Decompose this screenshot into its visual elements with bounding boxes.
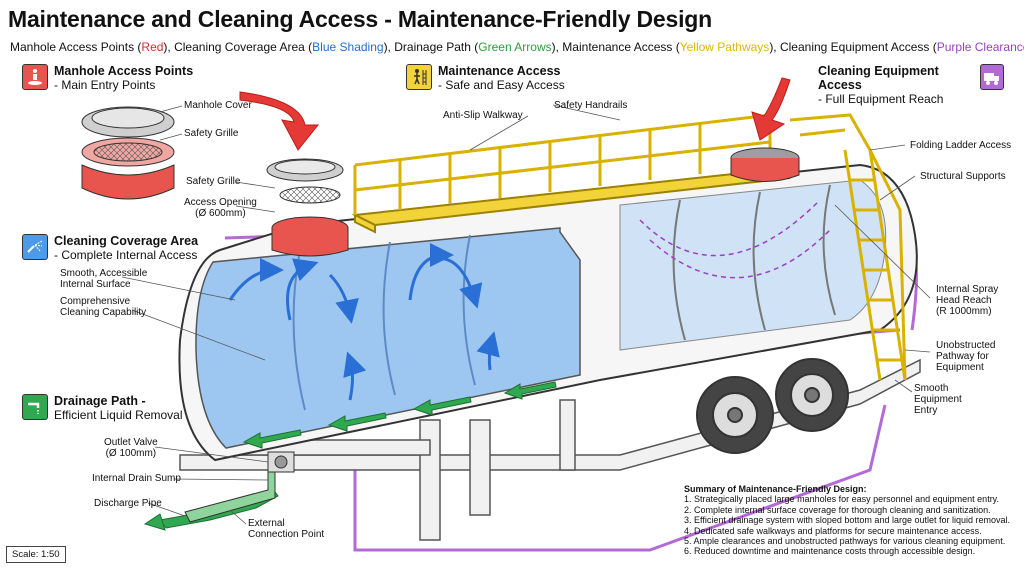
label-safety-handrails: Safety Handrails: [554, 100, 628, 111]
summary-heading: Summary of Maintenance-Friendly Design:: [684, 484, 867, 494]
wheels: [696, 358, 849, 454]
summary-item: 5. Ample clearances and unobstructed pat…: [684, 536, 1006, 547]
legend-drainage-sub: Efficient Liquid Removal: [54, 408, 183, 422]
ladder-worker-icon: [406, 64, 432, 90]
label-safety-grille-2: Safety Grille: [186, 176, 241, 187]
summary-item: 1. Strategically placed large manholes f…: [684, 494, 1000, 505]
legend-maintenance-title: Maintenance Access: [438, 64, 561, 78]
label-structural-supports: Structural Supports: [920, 171, 1006, 182]
summary-item: 4. Dedicated safe walkways and platforms…: [684, 525, 982, 536]
legend-cleaning: Cleaning Coverage Area- Complete Interna…: [22, 234, 198, 262]
summary-item: 2. Complete internal surface coverage fo…: [684, 504, 991, 515]
faucet-drain-icon: [22, 394, 48, 420]
legend-maintenance: Maintenance Access- Safe and Easy Access: [406, 64, 565, 92]
outlet-valve: [184, 451, 295, 523]
manhole-exploded-icon: [81, 106, 175, 200]
person-entering-manhole-icon: [22, 64, 48, 90]
legend-cleaning-title: Cleaning Coverage Area: [54, 234, 199, 248]
tank-body: [178, 163, 918, 462]
design-summary: Summary of Maintenance-Friendly Design: …: [684, 484, 1010, 557]
page-title: Maintenance and Cleaning Access - Mainte…: [8, 6, 712, 32]
access-arrows: [239, 77, 791, 151]
summary-item: 3. Efficient drainage system with sloped…: [684, 515, 1011, 526]
label-outlet-valve: Outlet Valve(Ø 100mm): [104, 437, 158, 459]
folding-ladder: [843, 149, 907, 381]
spray-nozzle-icon: [22, 234, 48, 260]
legend-manhole-sub: - Main Entry Points: [54, 78, 156, 92]
legend-equipment-title: Cleaning Equipment Access: [818, 64, 939, 92]
manhole-front: [266, 158, 349, 257]
legend-cleaning-sub: - Complete Internal Access: [54, 248, 198, 262]
label-access-opening: Access Opening(Ø 600mm): [184, 197, 257, 219]
summary-item: 6. Reduced downtime and maintenance cost…: [684, 546, 976, 557]
legend-manhole: Manhole Access Points- Main Entry Points: [22, 64, 193, 92]
manhole-rear: [730, 147, 800, 182]
cleaning-truck-icon: [979, 64, 1004, 90]
label-folding-ladder: Folding Ladder Access: [910, 140, 1012, 151]
label-drain-sump: Internal Drain Sump: [92, 473, 181, 484]
scale-badge: Scale: 1:50: [6, 546, 66, 563]
legend-maintenance-sub: - Safe and Easy Access: [438, 78, 565, 92]
cleaning-flow-arrows: [228, 243, 500, 401]
legend-manhole-title: Manhole Access Points: [54, 64, 194, 78]
label-discharge-pipe: Discharge Pipe: [94, 498, 162, 509]
legend-drainage-title: Drainage Path -: [54, 394, 146, 408]
legend-equipment: Cleaning Equipment Access- Full Equipmen…: [818, 64, 1004, 106]
color-key-subtitle: Manhole Access Points (Red), Cleaning Co…: [10, 40, 1024, 54]
legend-drainage: Drainage Path -Efficient Liquid Removal: [22, 394, 183, 422]
legend-equipment-sub: - Full Equipment Reach: [818, 92, 944, 106]
label-anti-slip: Anti-Slip Walkway: [443, 110, 523, 121]
leader-lines: [121, 104, 931, 525]
label-manhole-cover: Manhole Cover: [184, 100, 252, 111]
label-safety-grille-1: Safety Grille: [184, 128, 239, 139]
